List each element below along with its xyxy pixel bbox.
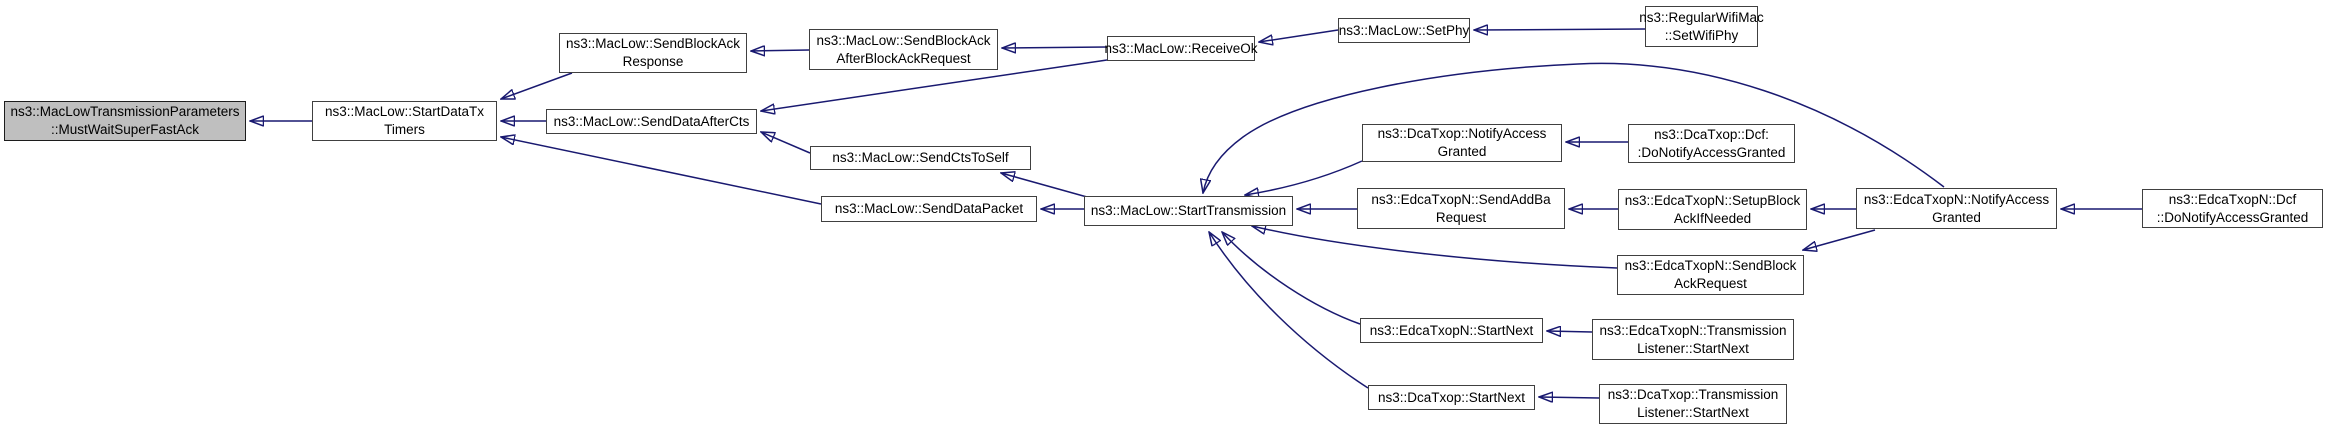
edge-receiveok-to-senddataaftercts [761, 59, 1108, 111]
edge-dcalistener-to-dcastartnext [1539, 397, 1600, 398]
node-edcatxopn-start-next[interactable]: ns3::EdcaTxopN::StartNext [1360, 318, 1543, 343]
node-dcatxop-start-next[interactable]: ns3::DcaTxop::StartNext [1368, 385, 1535, 410]
node-label: ns3::DcaTxop::Dcf: :DoNotifyAccessGrante… [1637, 126, 1786, 160]
edge-sendblockackafter-to-sendblockackresponse [751, 50, 810, 51]
node-maclow-receive-ok[interactable]: ns3::MacLow::ReceiveOk [1104, 36, 1258, 61]
node-label: ns3::EdcaTxopN::SendBlock AckRequest [1624, 258, 1797, 291]
node-label: ns3::MacLowTransmissionParameters ::Must… [10, 104, 240, 137]
node-label: ns3::EdcaTxopN::Dcf ::DoNotifyAccessGran… [2156, 191, 2309, 225]
node-edcatxopn-notify-access-granted[interactable]: ns3::EdcaTxopN::NotifyAccess Granted [1856, 188, 2057, 229]
node-label: ns3::EdcaTxopN::SetupBlock AckIfNeeded [1624, 192, 1801, 226]
edge-sendblockackresponse-to-timers [501, 72, 573, 99]
edge-dcanotifyaccess-to-starttransmission [1245, 160, 1363, 195]
edge-edcanotifyaccess-to-starttransmission-arc [1203, 62, 1945, 193]
edge-edcanotifyaccess-to-sendblockackrequest [1803, 229, 1876, 250]
node-edcatxopn-setup-block-ack-if-needed[interactable]: ns3::EdcaTxopN::SetupBlock AckIfNeeded [1618, 189, 1807, 230]
node-maclow-send-data-packet[interactable]: ns3::MacLow::SendDataPacket [821, 196, 1037, 222]
node-label: ns3::DcaTxop::Transmission Listener::Sta… [1607, 387, 1779, 420]
node-label: ns3::MacLow::SendDataPacket [834, 201, 1024, 216]
node-label: ns3::MacLow::StartDataTx Timers [324, 104, 485, 137]
edge-setphy-to-receiveok [1259, 29, 1339, 42]
node-dcatxop-notify-access-granted[interactable]: ns3::DcaTxop::NotifyAccess Granted [1362, 124, 1562, 162]
node-edcatxopn-send-block-ack-request[interactable]: ns3::EdcaTxopN::SendBlock AckRequest [1617, 255, 1804, 295]
node-label: ns3::MacLow::StartTransmission [1090, 203, 1287, 218]
node-label: ns3::EdcaTxopN::Transmission Listener::S… [1599, 322, 1787, 356]
edge-senddatapacket-to-timers [501, 137, 822, 205]
edge-edcastartnext-to-starttransmission [1222, 232, 1361, 325]
node-maclow-start-transmission[interactable]: ns3::MacLow::StartTransmission [1084, 196, 1293, 226]
node-label: ns3::RegularWifiMac ::SetWifiPhy [1639, 9, 1764, 43]
node-label: ns3::MacLow::SendBlockAck Response [565, 36, 741, 69]
node-edcatxopn-dcf-do-notify-access-granted[interactable]: ns3::EdcaTxopN::Dcf ::DoNotifyAccessGran… [2142, 189, 2323, 228]
node-maclow-start-data-tx-timers[interactable]: ns3::MacLow::StartDataTx Timers [312, 101, 497, 141]
node-label: ns3::EdcaTxopN::SendAddBa Request [1371, 191, 1551, 225]
node-label: ns3::DcaTxop::NotifyAccess Granted [1377, 126, 1547, 159]
node-dcatxop-dcf-do-notify-access-granted[interactable]: ns3::DcaTxop::Dcf: :DoNotifyAccessGrante… [1628, 124, 1795, 163]
edge-dcastartnext-to-starttransmission [1209, 232, 1369, 389]
node-must-wait-super-fast-ack: ns3::MacLowTransmissionParameters ::Must… [4, 101, 246, 141]
node-label: ns3::MacLow::SendDataAfterCts [553, 113, 750, 129]
edge-receiveok-to-sendblockackafter [1002, 47, 1108, 48]
edge-sendblockackrequest-to-starttransmission [1252, 226, 1618, 269]
node-label: ns3::DcaTxop::StartNext [1377, 389, 1526, 405]
edge-starttransmission-to-sendctstoself [1001, 173, 1088, 198]
node-label: ns3::EdcaTxopN::NotifyAccess Granted [1863, 191, 2050, 225]
node-maclow-send-data-after-cts[interactable]: ns3::MacLow::SendDataAfterCts [546, 109, 757, 134]
edge-sendctstoself-to-senddataaftercts [761, 132, 811, 154]
node-maclow-send-cts-to-self[interactable]: ns3::MacLow::SendCtsToSelf [810, 146, 1031, 170]
node-dcatxop-transmission-listener-start-next[interactable]: ns3::DcaTxop::Transmission Listener::Sta… [1599, 384, 1787, 424]
node-label: ns3::MacLow::SendBlockAck AfterBlockAckR… [816, 32, 991, 66]
node-maclow-send-block-ack-after-block-ack-request[interactable]: ns3::MacLow::SendBlockAck AfterBlockAckR… [809, 29, 998, 70]
node-edcatxopn-send-add-ba-request[interactable]: ns3::EdcaTxopN::SendAddBa Request [1357, 188, 1565, 229]
node-maclow-set-phy[interactable]: ns3::MacLow::SetPhy [1338, 18, 1470, 43]
node-regular-wifi-mac-set-wifi-phy[interactable]: ns3::RegularWifiMac ::SetWifiPhy [1639, 6, 1764, 47]
node-maclow-send-block-ack-response[interactable]: ns3::MacLow::SendBlockAck Response [559, 33, 747, 73]
node-label: ns3::MacLow::SendCtsToSelf [832, 150, 1009, 165]
edge-setwifiphy-to-setphy [1474, 29, 1646, 30]
node-label: ns3::MacLow::SetPhy [1338, 22, 1470, 38]
edge-edcalistener-to-edcastartnext [1547, 331, 1593, 332]
node-label: ns3::EdcaTxopN::StartNext [1369, 322, 1534, 338]
node-edcatxopn-transmission-listener-start-next[interactable]: ns3::EdcaTxopN::Transmission Listener::S… [1592, 319, 1794, 360]
node-label: ns3::MacLow::ReceiveOk [1104, 40, 1258, 56]
